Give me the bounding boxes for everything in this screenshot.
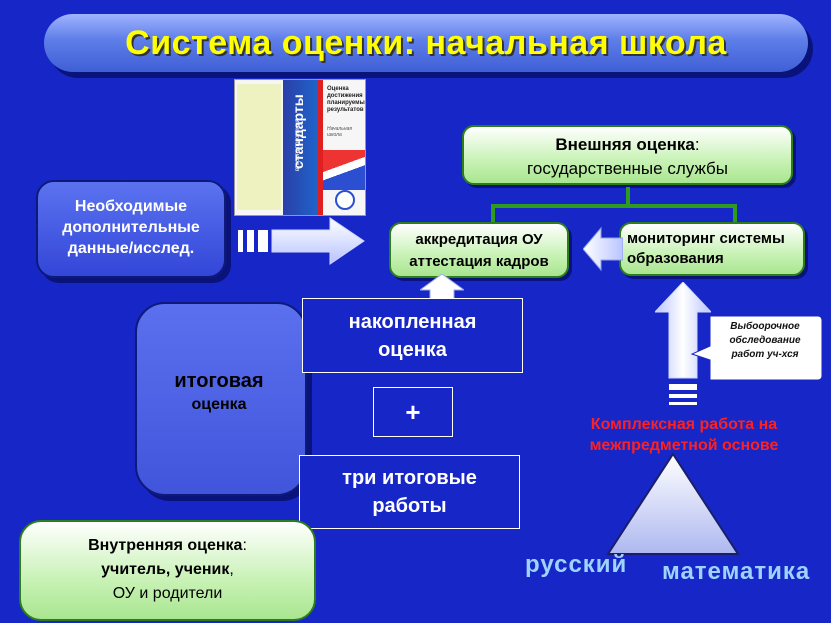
arrow-right-icon xyxy=(238,217,365,265)
connector-horizontal xyxy=(491,204,737,208)
page-title: Система оценки: начальная школа xyxy=(125,24,727,62)
monitoring-box: мониторинг системы образования xyxy=(619,222,805,276)
book-left-page xyxy=(237,84,281,210)
book-cover-sub: Начальная школа xyxy=(327,126,353,138)
three-works-line2: работы xyxy=(372,495,447,517)
survey-line3: работ уч-хся xyxy=(731,349,799,360)
survey-line1: Выбоорочное xyxy=(730,321,800,332)
math-label: математика xyxy=(662,558,811,585)
plus-sign: + xyxy=(405,397,421,427)
final-assessment-line2: оценка xyxy=(191,396,247,413)
internal-assessment-parents: ОУ и родители xyxy=(112,585,223,602)
connector-left-drop xyxy=(491,204,495,224)
external-assessment-title: Внешняя оценка xyxy=(555,135,695,154)
final-assessment-box xyxy=(135,302,307,496)
standards-book: стандарты второго поколения Оценка дости… xyxy=(234,79,366,216)
complex-work-line1: Комплексная работа на xyxy=(590,416,778,433)
accumulated-line2: оценка xyxy=(378,339,447,361)
survey-callout-shape xyxy=(690,315,822,381)
internal-assessment-title: Внутренняя оценка xyxy=(88,537,243,554)
connector-right-drop xyxy=(733,204,737,224)
monitoring-line1: мониторинг системы xyxy=(627,230,785,247)
complex-work-label: Комплексная работа на межпредметной осно… xyxy=(553,414,815,456)
survey-callout: Выбоорочное обследование работ уч-хся xyxy=(712,320,818,362)
additional-line2: дополнительные xyxy=(62,219,200,236)
book-spine-stripe xyxy=(317,80,323,215)
plus-box: + xyxy=(373,387,453,437)
arrow-left-icon xyxy=(583,226,623,272)
book-logo-icon xyxy=(335,190,355,210)
final-assessment-label: итоговая оценка xyxy=(135,368,303,416)
final-assessment-line1: итоговая xyxy=(174,370,264,392)
triangle-shape xyxy=(606,452,740,555)
internal-assessment-actors: учитель, ученик xyxy=(101,561,230,578)
accumulated-assessment-box: накопленная оценка xyxy=(302,298,523,373)
complex-work-line2: межпредметной основе xyxy=(589,437,779,454)
external-assessment-box: Внешняя оценка: государственные службы xyxy=(462,125,793,185)
accreditation-box: аккредитация ОУ аттестация кадров xyxy=(389,222,569,278)
accreditation-line1: аккредитация ОУ xyxy=(415,231,543,248)
three-works-line1: три итоговые xyxy=(342,467,477,489)
external-assessment-subtitle: государственные службы xyxy=(527,159,728,178)
russian-label: русский xyxy=(525,551,628,578)
survey-line2: обследование xyxy=(729,335,801,346)
three-works-box: три итоговые работы xyxy=(299,455,520,529)
additional-line3: данные/исслед. xyxy=(67,240,195,257)
book-spine-sub: второго поколения xyxy=(295,118,301,172)
book-cover-title: Оценка достижения планируемых результато… xyxy=(327,86,366,113)
monitoring-line2: образования xyxy=(627,250,724,267)
additional-data-box: Необходимые дополнительные данные/исслед… xyxy=(36,180,226,278)
accreditation-line2: аттестация кадров xyxy=(409,253,549,270)
accumulated-line1: накопленная xyxy=(348,311,477,333)
book-cover-stripe xyxy=(323,150,365,190)
additional-line1: Необходимые xyxy=(74,198,188,215)
connector-vertical-top xyxy=(626,187,630,206)
title-bar xyxy=(44,14,808,72)
internal-assessment-box: Внутренняя оценка: учитель, ученик, ОУ и… xyxy=(19,520,316,621)
book-spine xyxy=(283,80,317,215)
